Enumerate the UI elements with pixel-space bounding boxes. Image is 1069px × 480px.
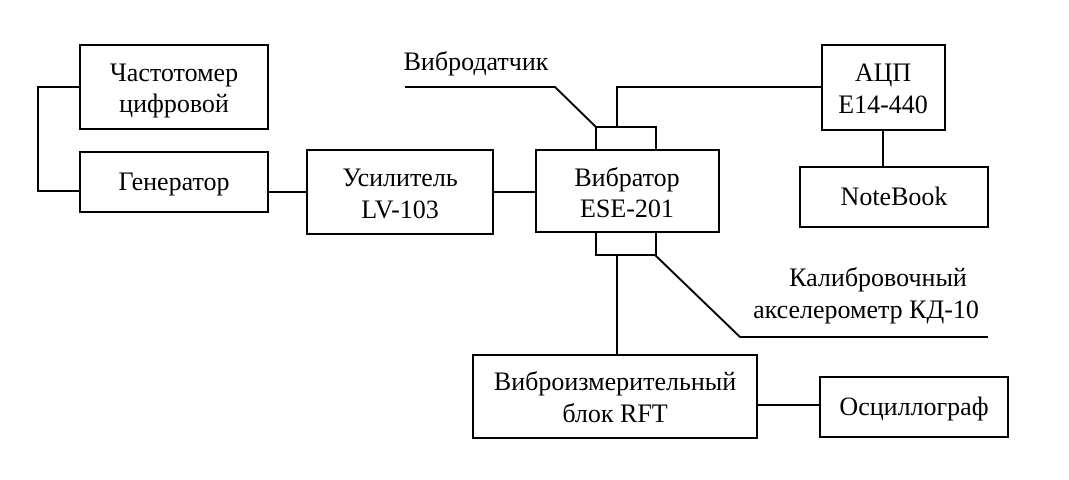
adc-box bbox=[821, 44, 946, 131]
vibration-sensor-callout: Вибродатчик bbox=[404, 47, 549, 76]
vibration-sensor-mount bbox=[595, 126, 657, 151]
amplifier-label-line2: LV-103 bbox=[361, 195, 439, 224]
oscilloscope-label: Осциллограф bbox=[839, 392, 988, 421]
frequency-meter-label-line1: Частотомер bbox=[110, 58, 238, 87]
block-generator: Генератор bbox=[79, 151, 269, 213]
block-oscilloscope: Осциллограф bbox=[819, 376, 1009, 438]
wire-sensor-adc bbox=[616, 86, 822, 127]
vibrator-box bbox=[535, 149, 720, 233]
vibration-meter-box bbox=[472, 354, 758, 439]
block-frequency-meter: Частотомер цифровой bbox=[79, 44, 269, 130]
amplifier-label-line1: Усилитель bbox=[342, 163, 458, 192]
block-vibrator: Вибратор ESE-201 bbox=[535, 149, 720, 233]
block-notebook: NoteBook bbox=[799, 166, 989, 228]
vibration-meter-label-line1: Виброизмерительный bbox=[494, 367, 736, 396]
block-vibration-meter: Виброизмерительный блок RFT bbox=[472, 354, 758, 439]
amplifier-box bbox=[306, 149, 494, 235]
notebook-label: NoteBook bbox=[841, 182, 948, 211]
vibrator-label-line1: Вибратор bbox=[574, 163, 679, 192]
vibrator-label-line2: ESE-201 bbox=[580, 194, 674, 223]
leader-calibration-accelerometer bbox=[654, 254, 988, 338]
frequency-meter-label-line2: цифровой bbox=[119, 89, 229, 118]
block-amplifier: Усилитель LV-103 bbox=[306, 149, 494, 235]
connections bbox=[37, 86, 988, 406]
adc-label-line1: АЦП bbox=[855, 58, 912, 87]
wire-frequency-meter-generator bbox=[37, 86, 80, 192]
calibration-accelerometer-callout-line1: Калибровочный bbox=[789, 263, 967, 292]
accelerometer-mount bbox=[595, 231, 657, 256]
frequency-meter-box bbox=[79, 44, 269, 130]
adc-label-line2: E14-440 bbox=[838, 90, 928, 119]
generator-box bbox=[79, 151, 269, 213]
oscilloscope-box bbox=[819, 376, 1009, 438]
notebook-box bbox=[799, 166, 989, 228]
calibration-accelerometer-callout-line2: акселерометр КД-10 bbox=[753, 295, 979, 324]
generator-label: Генератор bbox=[119, 167, 230, 196]
block-adc: АЦП E14-440 bbox=[821, 44, 946, 131]
vibration-meter-label-line2: блок RFT bbox=[562, 399, 667, 428]
leader-vibration-sensor bbox=[405, 86, 597, 128]
